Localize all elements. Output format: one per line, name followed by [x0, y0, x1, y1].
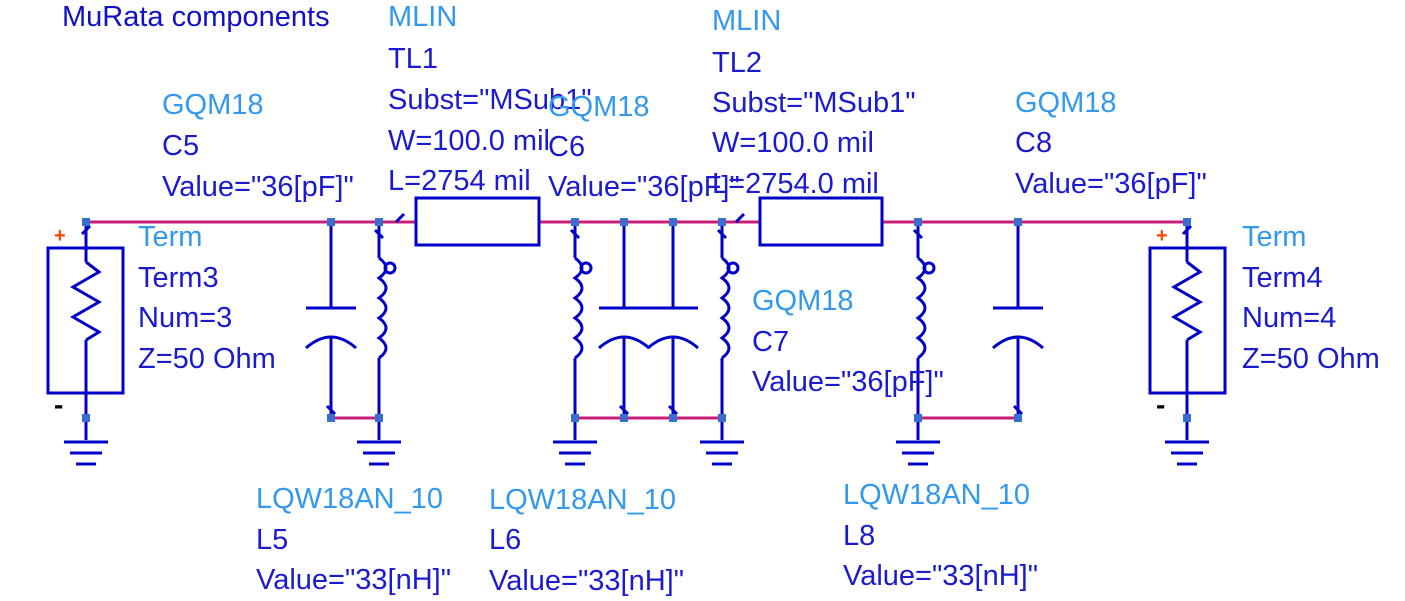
c7-model: GQM18	[752, 285, 854, 317]
tl1-length: L=2754 mil	[388, 165, 531, 197]
c8-labels: GQM18 C8 Value="36[pF]"	[1015, 87, 1207, 200]
tl2-length: L=2754.0 mil	[712, 168, 879, 200]
c7-component-symbol[interactable]	[700, 212, 746, 466]
term4-model: Term	[1242, 221, 1306, 253]
c8-value: Value="36[pF]"	[1015, 168, 1207, 200]
tl1-subst: Subst="MSub1"	[388, 84, 592, 116]
c6-capacitor-symbol[interactable]	[598, 222, 699, 418]
l6-name: L6	[489, 524, 521, 556]
tl2-line-symbol[interactable]	[758, 196, 884, 247]
term3-labels: Term Term3 Num=3 Z=50 Ohm + -	[54, 221, 276, 420]
l8-inductor-symbol[interactable]	[896, 222, 940, 466]
term3-plus-marker: +	[54, 225, 66, 247]
c8-model: GQM18	[1015, 87, 1117, 119]
term3-impedance: Z=50 Ohm	[138, 343, 276, 375]
l6-model: LQW18AN_10	[489, 484, 676, 516]
term3-minus-marker: -	[54, 389, 63, 420]
c6-value: Value="36[pF]"	[548, 171, 740, 203]
tl2-width: W=100.0 mil	[712, 127, 874, 159]
tl2-labels: MLIN TL2 Subst="MSub1" W=100.0 mil L=275…	[712, 5, 916, 200]
tl1-name: TL1	[388, 43, 438, 75]
c8-name: C8	[1015, 127, 1052, 159]
c6-labels: GQM18 C6 Value="36[pF]"	[548, 91, 740, 203]
c5-model: GQM18	[162, 89, 264, 121]
c6-name: C6	[548, 131, 585, 163]
tl2-name: TL2	[712, 47, 762, 79]
c5-name: C5	[162, 130, 199, 162]
term4-labels: Term Term4 Num=4 Z=50 Ohm + -	[1156, 221, 1380, 420]
tl1-width: W=100.0 mil	[388, 125, 550, 157]
term3-name: Term3	[138, 262, 219, 294]
c7-labels: GQM18 C7 Value="36[pF]"	[752, 285, 944, 398]
l5-name: L5	[256, 524, 288, 556]
l5-labels: LQW18AN_10 L5 Value="33[nH]"	[256, 483, 451, 596]
tl2-subst: Subst="MSub1"	[712, 87, 916, 119]
term3-num: Num=3	[138, 302, 232, 334]
pin-markers	[82, 218, 1191, 422]
l8-model: LQW18AN_10	[843, 479, 1030, 511]
note-label: MuRata components	[62, 1, 330, 33]
term3-symbol[interactable]	[46, 222, 125, 466]
l5-inductor-symbol[interactable]	[357, 222, 401, 466]
term4-symbol[interactable]	[1148, 222, 1227, 466]
c8-capacitor-symbol[interactable]	[992, 222, 1044, 418]
c5-capacitor-symbol[interactable]	[305, 222, 357, 418]
l6-value: Value="33[nH]"	[489, 565, 684, 597]
term3-model: Term	[138, 221, 202, 253]
tl1-line-symbol[interactable]	[394, 196, 541, 247]
l8-labels: LQW18AN_10 L8 Value="33[nH]"	[843, 479, 1038, 592]
term4-impedance: Z=50 Ohm	[1242, 343, 1380, 375]
tl1-labels: MLIN TL1 Subst="MSub1" W=100.0 mil L=275…	[388, 1, 592, 197]
term4-name: Term4	[1242, 262, 1323, 294]
c5-value: Value="36[pF]"	[162, 171, 354, 203]
l6-labels: LQW18AN_10 L6 Value="33[nH]"	[489, 484, 684, 597]
term4-plus-marker: +	[1156, 225, 1168, 247]
l5-model: LQW18AN_10	[256, 483, 443, 515]
term4-minus-marker: -	[1156, 389, 1165, 420]
c7-value: Value="36[pF]"	[752, 366, 944, 398]
term4-num: Num=4	[1242, 302, 1336, 334]
l6-inductor-symbol[interactable]	[553, 222, 597, 466]
c6-model: GQM18	[548, 91, 650, 123]
l5-value: Value="33[nH]"	[256, 564, 451, 596]
c5-labels: GQM18 C5 Value="36[pF]"	[162, 89, 354, 203]
tl2-model: MLIN	[712, 5, 781, 37]
tl1-model: MLIN	[388, 1, 457, 33]
c7-name: C7	[752, 326, 789, 358]
l8-name: L8	[843, 520, 875, 552]
l8-value: Value="33[nH]"	[843, 560, 1038, 592]
